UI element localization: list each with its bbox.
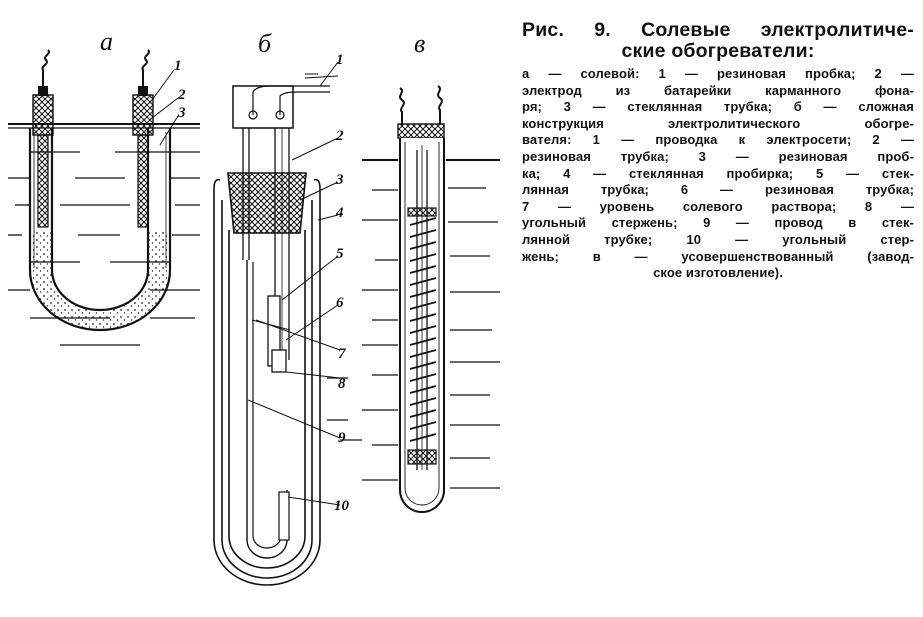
panel-label-a: а (100, 27, 113, 56)
caption-title: Рис. 9. Солевые электролитиче- ские обог… (522, 20, 914, 62)
callout-a-3: 3 (177, 105, 186, 121)
panel-a-water-lines (8, 123, 200, 346)
callout-b-5: 5 (336, 246, 344, 262)
u-tube-solution (30, 230, 170, 330)
callout-b-2: 2 (335, 128, 344, 144)
callout-a-2: 2 (177, 87, 186, 103)
panel-b-complex-heater: б (213, 29, 362, 586)
rubber-stopper (227, 172, 307, 234)
u-tube-outline (28, 128, 172, 332)
callout-b-10: 10 (334, 498, 350, 514)
caption-line: 7 — уровень солевого раствора; 8 — (522, 198, 914, 214)
caption-title-line2: ские обогреватели: (621, 40, 815, 62)
callout-b-3: 3 (335, 172, 344, 188)
caption-line: ря; 3 — стеклянная трубка; б — сложная (522, 99, 914, 115)
caption-line: электрод из батарейки карманного фона- (522, 82, 914, 98)
callout-b-4: 4 (335, 205, 344, 221)
caption-line: лянная трубка; 6 — резиновая трубка; (522, 182, 914, 198)
callout-b-7: 7 (338, 346, 346, 362)
heating-spiral (409, 217, 437, 442)
caption-line: лянной трубке; 10 — угольный стер- (522, 231, 914, 247)
callout-a-1: 1 (174, 58, 182, 74)
panel-label-v: в (414, 29, 425, 58)
callout-b-8: 8 (338, 376, 346, 392)
caption-line: жень; в — усовершенствованный (завод- (522, 248, 914, 264)
panel-v-factory-heater: в (362, 29, 500, 513)
callout-b-9: 9 (338, 430, 346, 446)
panel-a-salt-heater: а (8, 27, 200, 346)
figure-caption: Рис. 9. Солевые электролитиче- ские обог… (522, 20, 914, 282)
caption-line: угольный стержень; 9 — провод в стек- (522, 215, 914, 231)
caption-line: вателя: 1 — проводка к электросети; 2 — (522, 132, 914, 148)
callout-b-1: 1 (336, 52, 344, 68)
outer-test-tube (213, 178, 321, 586)
caption-title-line1: Рис. 9. Солевые электролитиче- (522, 19, 914, 41)
caption-body: а — солевой: 1 — резиновая пробка; 2 — э… (522, 66, 914, 282)
caption-line: резиновая трубка; 3 — резиновая проб- (522, 148, 914, 164)
left-electrode (32, 49, 54, 228)
right-electrode (132, 49, 154, 228)
caption-line: а — солевой: 1 — резиновая пробка; 2 — (522, 66, 914, 81)
caption-line: конструкция электролитического обогре- (522, 115, 914, 131)
callout-b-6: 6 (336, 295, 344, 311)
caption-line: ское изготовление). (653, 265, 783, 281)
panel-label-b: б (258, 29, 272, 58)
caption-line: ка; 4 — стеклянная пробирка; 5 — стек- (522, 165, 914, 181)
